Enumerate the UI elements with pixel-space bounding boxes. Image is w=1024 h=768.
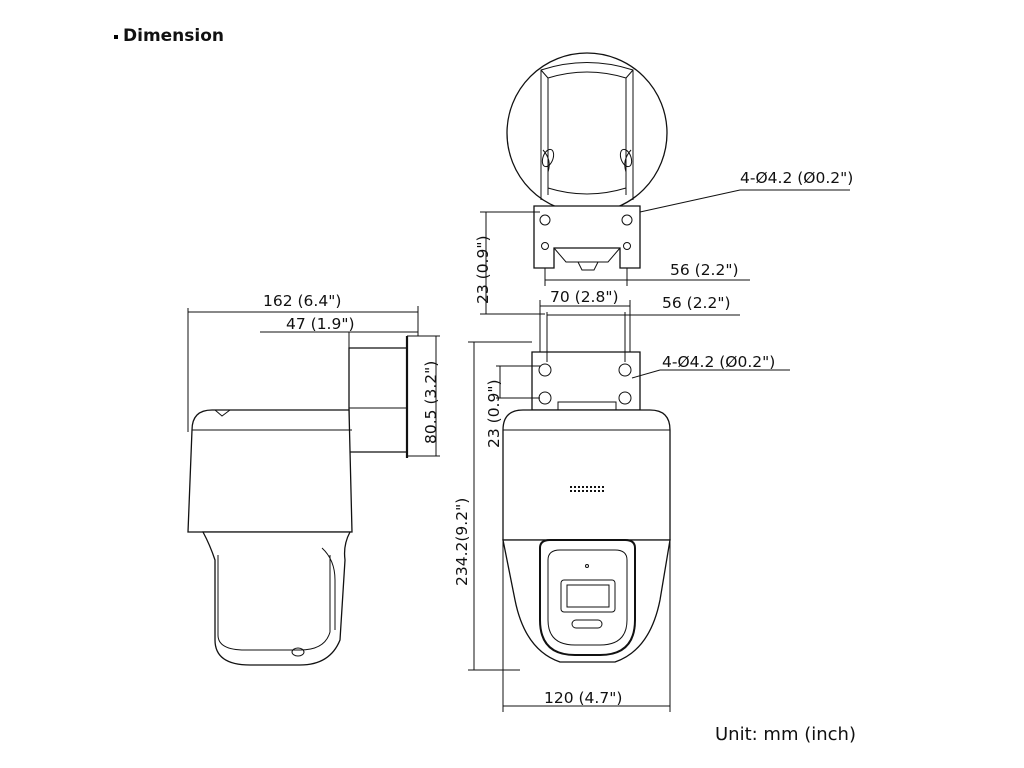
mount-hole	[621, 214, 633, 226]
mount-hole	[538, 363, 552, 377]
front-total-height-label: 234.2(9.2")	[453, 498, 471, 586]
bullet-icon	[114, 34, 118, 39]
side-total-width-label: 162 (6.4")	[263, 292, 341, 310]
mount-hole	[541, 242, 549, 250]
mount-hole	[623, 242, 631, 250]
top-view-bracket-arm	[540, 62, 634, 200]
front-view: 70 (2.8") 56 (2.2") 4-Ø4.2 (Ø0.2") 23 (0…	[453, 288, 790, 712]
mount-hole	[539, 214, 551, 226]
top-view-housing	[506, 52, 668, 214]
mount-hole	[618, 363, 632, 377]
front-body-width-label: 120 (4.7")	[544, 689, 622, 707]
side-offset-label: 47 (1.9")	[286, 315, 355, 333]
side-view-dome	[201, 531, 352, 666]
front-bracket-width-label: 70 (2.8")	[550, 288, 619, 306]
side-bracket-height-label: 80.5 (3.2")	[422, 361, 440, 444]
front-view-bracket	[531, 351, 641, 411]
side-view-body	[187, 409, 353, 533]
front-view-dome	[502, 539, 671, 663]
top-width-label: 56 (2.2")	[670, 261, 739, 279]
camera-led	[571, 619, 603, 629]
camera-lens-window	[560, 579, 616, 613]
page-title: Dimension	[123, 26, 225, 46]
top-view: 4-Ø4.2 (Ø0.2") 56 (2.2") 23 (0.9")	[474, 52, 853, 315]
section-header: Dimension	[114, 24, 224, 48]
top-holes-label: 4-Ø4.2 (Ø0.2")	[740, 169, 853, 187]
front-hole-height-label: 23 (0.9")	[485, 379, 503, 448]
top-view-mount-plate	[533, 205, 641, 269]
side-view-bracket	[348, 347, 408, 453]
mount-hole	[618, 391, 632, 405]
front-hole-spacing-label: 56 (2.2")	[662, 294, 731, 312]
unit-label: Unit: mm (inch)	[715, 724, 856, 745]
top-height-label: 23 (0.9")	[474, 235, 492, 304]
front-holes-label: 4-Ø4.2 (Ø0.2")	[662, 353, 775, 371]
side-view: 162 (6.4") 47 (1.9") 80.5 (3.2")	[187, 292, 440, 666]
